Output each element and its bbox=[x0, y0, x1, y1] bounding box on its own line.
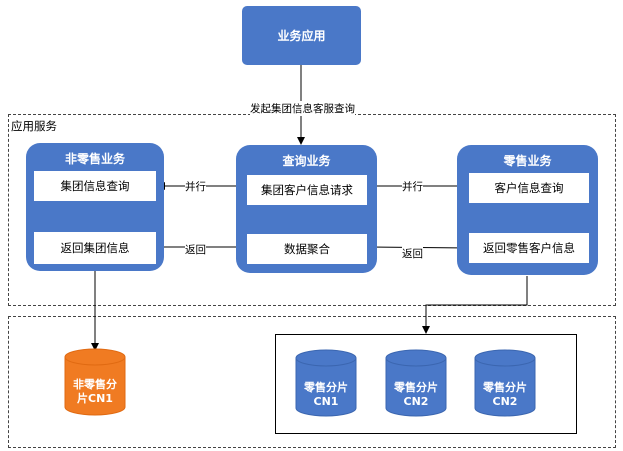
retail-shard-1-line2: CN1 bbox=[313, 395, 339, 408]
query-title: 查询业务 bbox=[282, 154, 331, 168]
retail-shard-2-line1: 零售分片 bbox=[394, 381, 438, 394]
business-app-box: 业务应用 bbox=[242, 6, 361, 65]
data-aggregation-box: 数据聚合 bbox=[247, 234, 367, 264]
retail-title: 零售业务 bbox=[503, 154, 552, 168]
app-services-title: 应用服务 bbox=[11, 119, 57, 133]
database-icon bbox=[385, 349, 447, 417]
return-group-info-box: 返回集团信息 bbox=[34, 232, 156, 264]
customer-info-query-box: 客户信息查询 bbox=[469, 173, 589, 203]
non-retail-shard-line1: 非零售分 bbox=[73, 378, 117, 391]
database-icon bbox=[64, 348, 126, 416]
group-info-query-box: 集团信息查询 bbox=[34, 171, 156, 201]
retail-shard-db-1: 零售分片 CN1 bbox=[295, 349, 357, 417]
edge-retail-to-shards bbox=[422, 276, 528, 334]
database-icon bbox=[295, 349, 357, 417]
retail-shard-db-2: 零售分片 CN2 bbox=[385, 349, 447, 417]
retail-shard-db-3: 零售分片 CN2 bbox=[474, 349, 536, 417]
group-info-query-label: 集团信息查询 bbox=[60, 179, 130, 193]
return-group-info-label: 返回集团信息 bbox=[60, 241, 130, 255]
return-right-label: 返回 bbox=[402, 246, 423, 261]
retail-shard-1-line1: 零售分片 bbox=[304, 381, 348, 394]
retail-shard-container bbox=[275, 334, 577, 434]
group-customer-request-label: 集团客户信息请求 bbox=[261, 183, 353, 197]
retail-shard-3-line2: CN2 bbox=[492, 395, 518, 408]
return-retail-customer-label: 返回零售客户信息 bbox=[483, 241, 575, 255]
parallel-right-label: 并行 bbox=[402, 179, 423, 194]
non-retail-title: 非零售业务 bbox=[64, 152, 125, 166]
group-customer-request-box: 集团客户信息请求 bbox=[247, 175, 367, 205]
retail-shard-3-line1: 零售分片 bbox=[483, 381, 527, 394]
database-icon bbox=[474, 349, 536, 417]
parallel-left-label: 并行 bbox=[185, 179, 206, 194]
retail-shard-2-line2: CN2 bbox=[403, 395, 429, 408]
return-retail-customer-box: 返回零售客户信息 bbox=[469, 233, 589, 263]
business-app-label: 业务应用 bbox=[277, 29, 326, 43]
return-left-label: 返回 bbox=[185, 242, 206, 257]
request-label: 发起集团信息客服查询 bbox=[250, 101, 355, 116]
data-aggregation-label: 数据聚合 bbox=[284, 242, 330, 256]
non-retail-shard-line2: 片CN1 bbox=[77, 392, 113, 405]
data-region bbox=[8, 316, 616, 448]
customer-info-query-label: 客户信息查询 bbox=[494, 181, 564, 195]
non-retail-shard-db: 非零售分 片CN1 bbox=[64, 348, 126, 416]
